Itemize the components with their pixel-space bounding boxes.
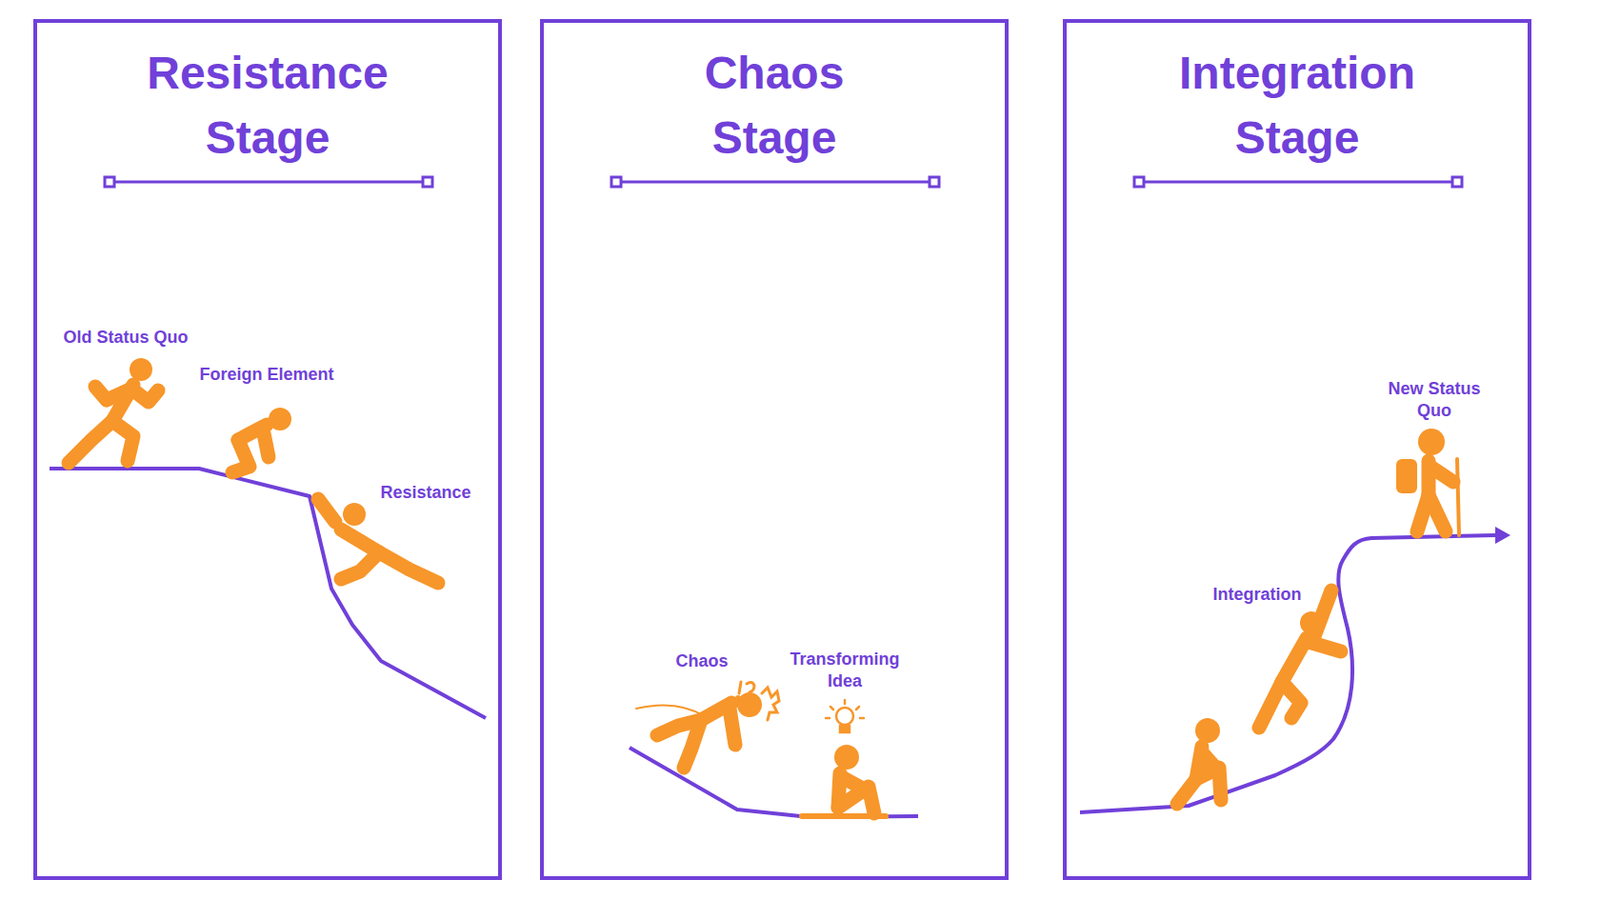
person-figure	[1396, 459, 1418, 494]
stage-label: Integration	[1195, 583, 1320, 606]
lightbulb-icon	[860, 717, 864, 720]
person-figure	[1201, 752, 1218, 770]
lightbulb-icon	[843, 700, 847, 704]
title-rule	[1134, 177, 1144, 187]
person-figure	[1177, 779, 1197, 804]
stage-title: Resistance Stage	[142, 40, 393, 171]
title-rule	[104, 177, 115, 187]
person-figure	[1259, 681, 1282, 728]
title-rule	[104, 177, 1462, 187]
title-rule	[109, 180, 428, 184]
stage-label: Old Status Quo	[40, 326, 212, 349]
stage-label: Transforming Idea	[782, 648, 907, 693]
person-figure	[841, 777, 863, 789]
stage-panel: Chaos Stage	[540, 19, 1009, 880]
stage-panel: Resistance Stage	[33, 19, 502, 880]
lightbulb-icon	[825, 700, 864, 733]
chaos-symbol	[746, 681, 755, 697]
person-figure	[1418, 428, 1445, 456]
person-figure	[1314, 590, 1332, 637]
stage-label: Chaos	[663, 650, 740, 673]
stage-label: Resistance	[368, 481, 483, 504]
person-figure	[129, 358, 153, 381]
person-figure	[729, 708, 736, 745]
title-rule	[1139, 180, 1458, 184]
person-figure	[318, 499, 336, 522]
terrain-line	[629, 747, 919, 818]
stage-title: Integration Stage	[1172, 40, 1422, 171]
stage-label: Foreign Element	[176, 363, 358, 386]
person-figure	[834, 744, 860, 770]
person-figure	[1457, 459, 1460, 536]
terrain-line	[49, 468, 1511, 818]
title-rule	[616, 180, 935, 184]
chaos-symbol	[761, 687, 780, 720]
person-figure	[1281, 681, 1301, 719]
person-figure	[340, 552, 380, 580]
person-figure	[112, 420, 134, 461]
stage-title: Chaos Stage	[649, 40, 900, 171]
person-figure	[1428, 495, 1446, 532]
person-figure	[232, 440, 250, 473]
stage-label: New Status Quo	[1381, 378, 1487, 422]
chaos-symbol	[636, 681, 780, 720]
person-figure	[131, 388, 159, 402]
lightbulb-icon	[840, 725, 850, 733]
terrain-line	[1080, 535, 1496, 813]
title-rule	[929, 177, 940, 187]
person-figure	[1430, 466, 1454, 482]
chaos-symbol	[636, 704, 705, 717]
lightbulb-icon	[825, 717, 830, 720]
chaos-symbol	[739, 681, 741, 694]
title-rule	[422, 177, 433, 187]
person-figure	[1195, 718, 1220, 743]
chaos-symbol	[737, 697, 740, 700]
person-figure	[68, 358, 1460, 817]
lightbulb-icon	[856, 706, 860, 710]
terrain-line	[49, 468, 486, 719]
person-figure	[1308, 641, 1341, 652]
lightbulb-icon	[836, 707, 854, 725]
person-figure	[379, 552, 439, 583]
terrain-line	[1495, 526, 1511, 544]
title-rule	[611, 177, 621, 187]
person-figure	[683, 720, 701, 768]
title-rule	[1452, 177, 1462, 187]
person-figure	[262, 428, 269, 458]
lightbulb-icon	[830, 706, 834, 710]
person-figure	[68, 420, 113, 463]
stage-panel: Integration Stage	[1062, 19, 1532, 880]
person-figure	[342, 502, 366, 526]
person-figure	[801, 813, 886, 820]
